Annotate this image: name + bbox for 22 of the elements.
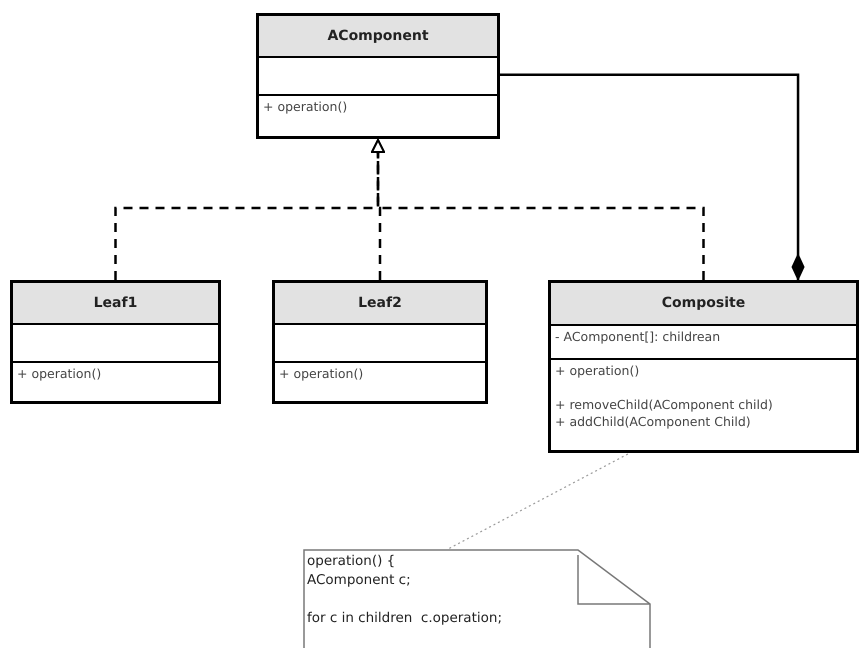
method-text: + operation() xyxy=(17,365,102,382)
note-connector xyxy=(448,453,628,550)
class-name: Leaf2 xyxy=(358,294,402,311)
inheritance-arrow xyxy=(371,139,705,280)
class-box xyxy=(256,13,500,139)
attribute-text: - AComponent[]: childrean xyxy=(555,328,722,345)
method-text: + operation() xyxy=(263,98,348,116)
method-text: + removeChild(AComponent child) xyxy=(555,396,774,414)
class-box xyxy=(272,280,488,404)
class-name: Composite xyxy=(662,295,746,312)
method-text: + operation() xyxy=(279,365,364,382)
composition-connector xyxy=(500,74,805,280)
note-text: operation() { xyxy=(306,552,396,571)
note-text: AComponent c; xyxy=(306,571,412,590)
class-name: Leaf1 xyxy=(94,294,138,311)
method-text: + addChild(AComponent Child) xyxy=(555,413,752,430)
method-text: + operation() xyxy=(555,362,640,380)
note-text: for c in children c.operation; xyxy=(306,609,503,628)
note-box xyxy=(303,549,651,648)
class-name: AComponent xyxy=(327,28,429,44)
class-box xyxy=(548,280,859,453)
class-box xyxy=(10,280,221,404)
